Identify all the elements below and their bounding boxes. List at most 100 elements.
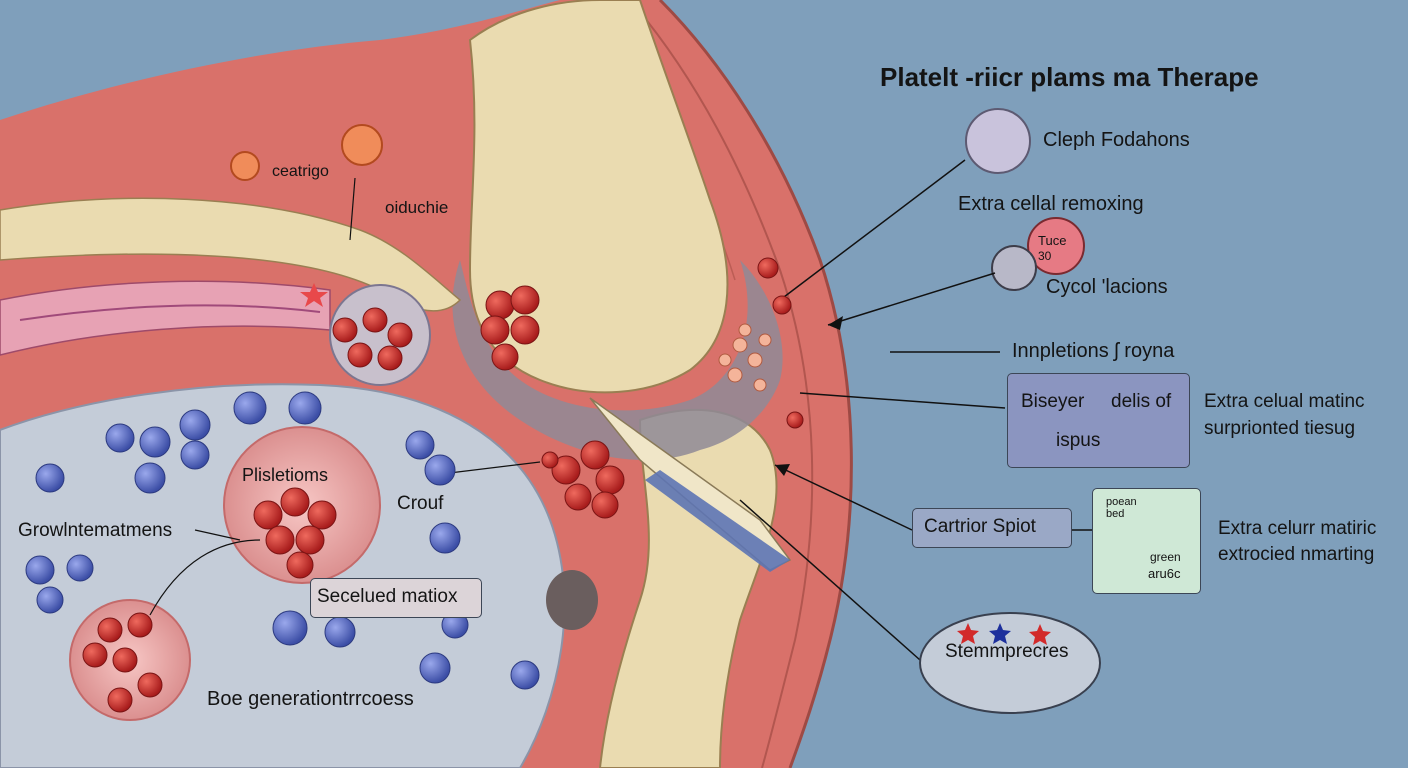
- pointer-line-biseyer: [799, 392, 1006, 409]
- tissue-layer-line: [629, 0, 814, 768]
- joint-capsule: [452, 260, 783, 460]
- blue-stem-cell-icon-1: [288, 391, 322, 425]
- peach-cell-icon-4: [738, 323, 752, 337]
- red-blood-cell-icon-13: [564, 483, 592, 511]
- label-cleph: Cleph Fodahons: [1043, 129, 1190, 151]
- label-seceluded: Secelued matiox: [317, 586, 458, 607]
- label-biseyer: Biseyer: [1021, 391, 1085, 412]
- star-icon: [957, 623, 979, 644]
- peach-cell-icon-3: [753, 378, 767, 392]
- red-blood-cell-icon-19: [295, 525, 325, 555]
- red-blood-cell-icon-28: [772, 295, 792, 315]
- red-blood-cell-icon-22: [127, 612, 153, 638]
- red-blood-cell-icon-30: [541, 451, 559, 469]
- upper-bone-shaft: [0, 197, 462, 312]
- red-blood-cell-icon-6: [510, 285, 540, 315]
- red-blood-cell-icon-17: [307, 500, 337, 530]
- red-blood-cell-icon-2: [387, 322, 413, 348]
- curve-arrow: [149, 539, 261, 616]
- red-blood-cell-icon-0: [332, 317, 358, 343]
- syringe-body: [645, 470, 790, 572]
- red-blood-cell-icon-4: [377, 345, 403, 371]
- red-blood-cell-icon-9: [491, 343, 519, 371]
- label-ispus: ispus: [1056, 430, 1101, 451]
- red-blood-cell-icon-27: [757, 257, 779, 279]
- green-info-box: [1092, 488, 1201, 594]
- label-delis-of: delis of: [1111, 391, 1172, 412]
- red-blood-cell-icon-25: [137, 672, 163, 698]
- blue-stem-cell-icon-16: [419, 652, 451, 684]
- label-extra-matinc-2: surprionted tiesug: [1204, 418, 1356, 439]
- label-extra-celurr-2: extrocied nmarting: [1218, 544, 1375, 565]
- red-blood-cell-icon-12: [595, 465, 625, 495]
- biseyer-box: [1007, 373, 1190, 468]
- red-blood-cell-icon-24: [112, 647, 138, 673]
- pointer-line-stemm: [739, 499, 921, 661]
- blue-stem-cell-icon-12: [36, 586, 64, 614]
- peach-cell-icon-2: [727, 367, 743, 383]
- star-icon-5: [300, 283, 328, 307]
- red-blood-cell-icon-10: [551, 455, 581, 485]
- pointer-line-growth: [194, 529, 241, 541]
- blue-stem-cell-icon-10: [25, 555, 55, 585]
- blue-stem-cell-icon-4: [139, 426, 171, 458]
- pointer-line-ceatrigo: [349, 177, 356, 241]
- label-extra-matinc-1: Extra celual matinc: [1204, 391, 1365, 412]
- red-blood-cell-icon-14: [591, 491, 619, 519]
- page-title: Platelt -riicr plams ma Therape: [880, 62, 1259, 92]
- label-cycol: Cycol 'lacions: [1046, 276, 1168, 298]
- red-blood-cell-icon-11: [580, 440, 610, 470]
- pointer-line-cycol: [827, 272, 996, 326]
- blue-stem-cell-icon-18: [180, 440, 210, 470]
- arrowhead-icon: [828, 316, 843, 330]
- label-crouf: Crouf: [397, 493, 444, 514]
- blue-stem-cell-icon-9: [429, 522, 461, 554]
- peach-cell-icon-6: [758, 333, 772, 347]
- dark-nodule: [546, 570, 598, 630]
- label-innpletions: Innpletions ʃ royna: [1012, 340, 1175, 362]
- tissue-outline: [658, 0, 853, 768]
- label-growlnte: Growlntematmens: [18, 520, 173, 541]
- red-blood-cell-icon-5: [485, 290, 515, 320]
- label-extra-removing: Extra cellal remoxing: [958, 193, 1144, 215]
- label-green-small-2: bed: [1106, 508, 1125, 520]
- blue-stem-cell-icon-14: [324, 616, 356, 648]
- small-orange-cell-icon: [230, 151, 260, 181]
- star-icon-3: [1029, 624, 1051, 645]
- seceluded-box: [310, 578, 482, 618]
- label-ceatrigo: ceatrigo: [272, 163, 329, 180]
- red-blood-cell-icon-29: [786, 411, 804, 429]
- blue-stem-cell-icon-7: [424, 454, 456, 486]
- blue-stem-cell-icon-8: [405, 430, 435, 460]
- blue-stem-cell-icon-5: [134, 462, 166, 494]
- red-blood-cell-icon-23: [82, 642, 108, 668]
- red-blood-cell-icon-26: [107, 687, 133, 713]
- orange-cell-icon: [341, 124, 383, 166]
- label-stemmprecres: Stemmprecres: [945, 641, 1069, 662]
- label-green-small-3: green: [1150, 550, 1181, 564]
- label-plisletioms: Plisletioms: [242, 465, 329, 485]
- red-blood-cell-icon-18: [265, 525, 295, 555]
- red-blood-cell-icon-20: [286, 551, 314, 579]
- cycol-circle-icon: [991, 245, 1037, 291]
- blue-stem-cell-icon-0: [233, 391, 267, 425]
- label-oiduchie: oiduchie: [385, 198, 449, 217]
- label-green-small-1: poean: [1106, 496, 1137, 508]
- red-blood-cell-icon-15: [253, 500, 283, 530]
- label-tuce-num: 30: [1038, 249, 1052, 263]
- tuce-circle-icon: [1027, 217, 1085, 275]
- red-blood-cell-icon-3: [347, 342, 373, 368]
- red-blood-cell-icon-21: [97, 617, 123, 643]
- blue-stem-cell-icon-2: [179, 409, 211, 441]
- vessel-line: [19, 304, 321, 321]
- label-extra-celurr-1: Extra celurr matiric: [1218, 518, 1377, 539]
- label-cartrior: Cartrior Spiot: [924, 516, 1036, 537]
- blue-stem-cell-icon-17: [510, 660, 540, 690]
- blue-stem-cell-icon-13: [272, 610, 308, 646]
- red-blood-cell-icon-16: [280, 487, 310, 517]
- label-tuce: Tuce: [1038, 233, 1067, 248]
- pointer-line-cartrior: [774, 464, 913, 531]
